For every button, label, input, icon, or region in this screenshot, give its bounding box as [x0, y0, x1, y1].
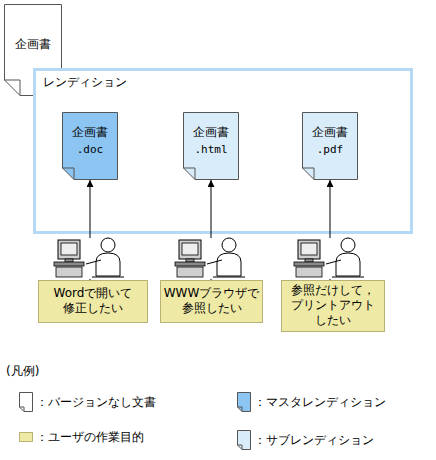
document-name: .html: [183, 141, 239, 158]
purpose-text: 参照だけして，プリントアウトしたい: [289, 283, 377, 328]
arrow-connector: [90, 180, 91, 280]
document-body: [303, 113, 358, 180]
document-body: [63, 113, 118, 180]
legend-text: ：ユーザの作業目的: [36, 430, 144, 445]
arrow-connector: [211, 180, 212, 280]
document-shape: 企画書.html: [183, 112, 239, 180]
legend-swatch: [237, 430, 251, 450]
legend-swatch: [237, 392, 251, 412]
swatch-document: [238, 431, 251, 450]
document-name: .doc: [62, 141, 118, 158]
folded-corner: [184, 168, 196, 180]
folded-corner: [63, 168, 75, 180]
document-name: 企画書: [62, 124, 118, 141]
arrow-connector: [330, 180, 331, 280]
folded-corner: [5, 80, 21, 96]
swatch-fold: [238, 407, 243, 412]
user-at-computer: [294, 238, 364, 279]
swatch-document: [238, 393, 251, 412]
document-name: .pdf: [302, 141, 358, 158]
document-shape: 企画書.doc: [62, 112, 118, 180]
legend-text: ：バージョンなし文書: [36, 395, 156, 410]
legend-text: ：マスタレンディション: [254, 395, 386, 410]
group-box: 参照だけして，プリントアウトしたい: [281, 280, 385, 332]
user-at-computer: [54, 238, 124, 279]
legend-title: (凡例): [6, 364, 39, 379]
document-shape: 企画書.pdf: [302, 112, 358, 180]
swatch-document: [20, 393, 33, 412]
document-body: [184, 113, 239, 180]
swatch-box: [20, 433, 33, 442]
document-name: 企画書: [302, 124, 358, 141]
group-box: Wordで開いて修正したい: [38, 280, 148, 323]
group-box: WWWブラウザで参照したい: [160, 280, 263, 323]
purpose-text: Wordで開いて修正したい: [51, 286, 135, 316]
legend-swatch: [19, 392, 33, 412]
purpose-text: WWWブラウザで参照したい: [163, 286, 260, 316]
swatch-fold: [238, 445, 243, 450]
document-name: 企画書: [4, 36, 62, 53]
document-name: 企画書: [183, 124, 239, 141]
legend-text: ：サブレンディション: [254, 433, 374, 448]
folded-corner: [303, 168, 315, 180]
legend-swatch: [19, 432, 33, 442]
swatch-fold: [20, 407, 25, 412]
group-heading: レンディション: [43, 75, 410, 90]
user-at-computer: [175, 238, 245, 279]
